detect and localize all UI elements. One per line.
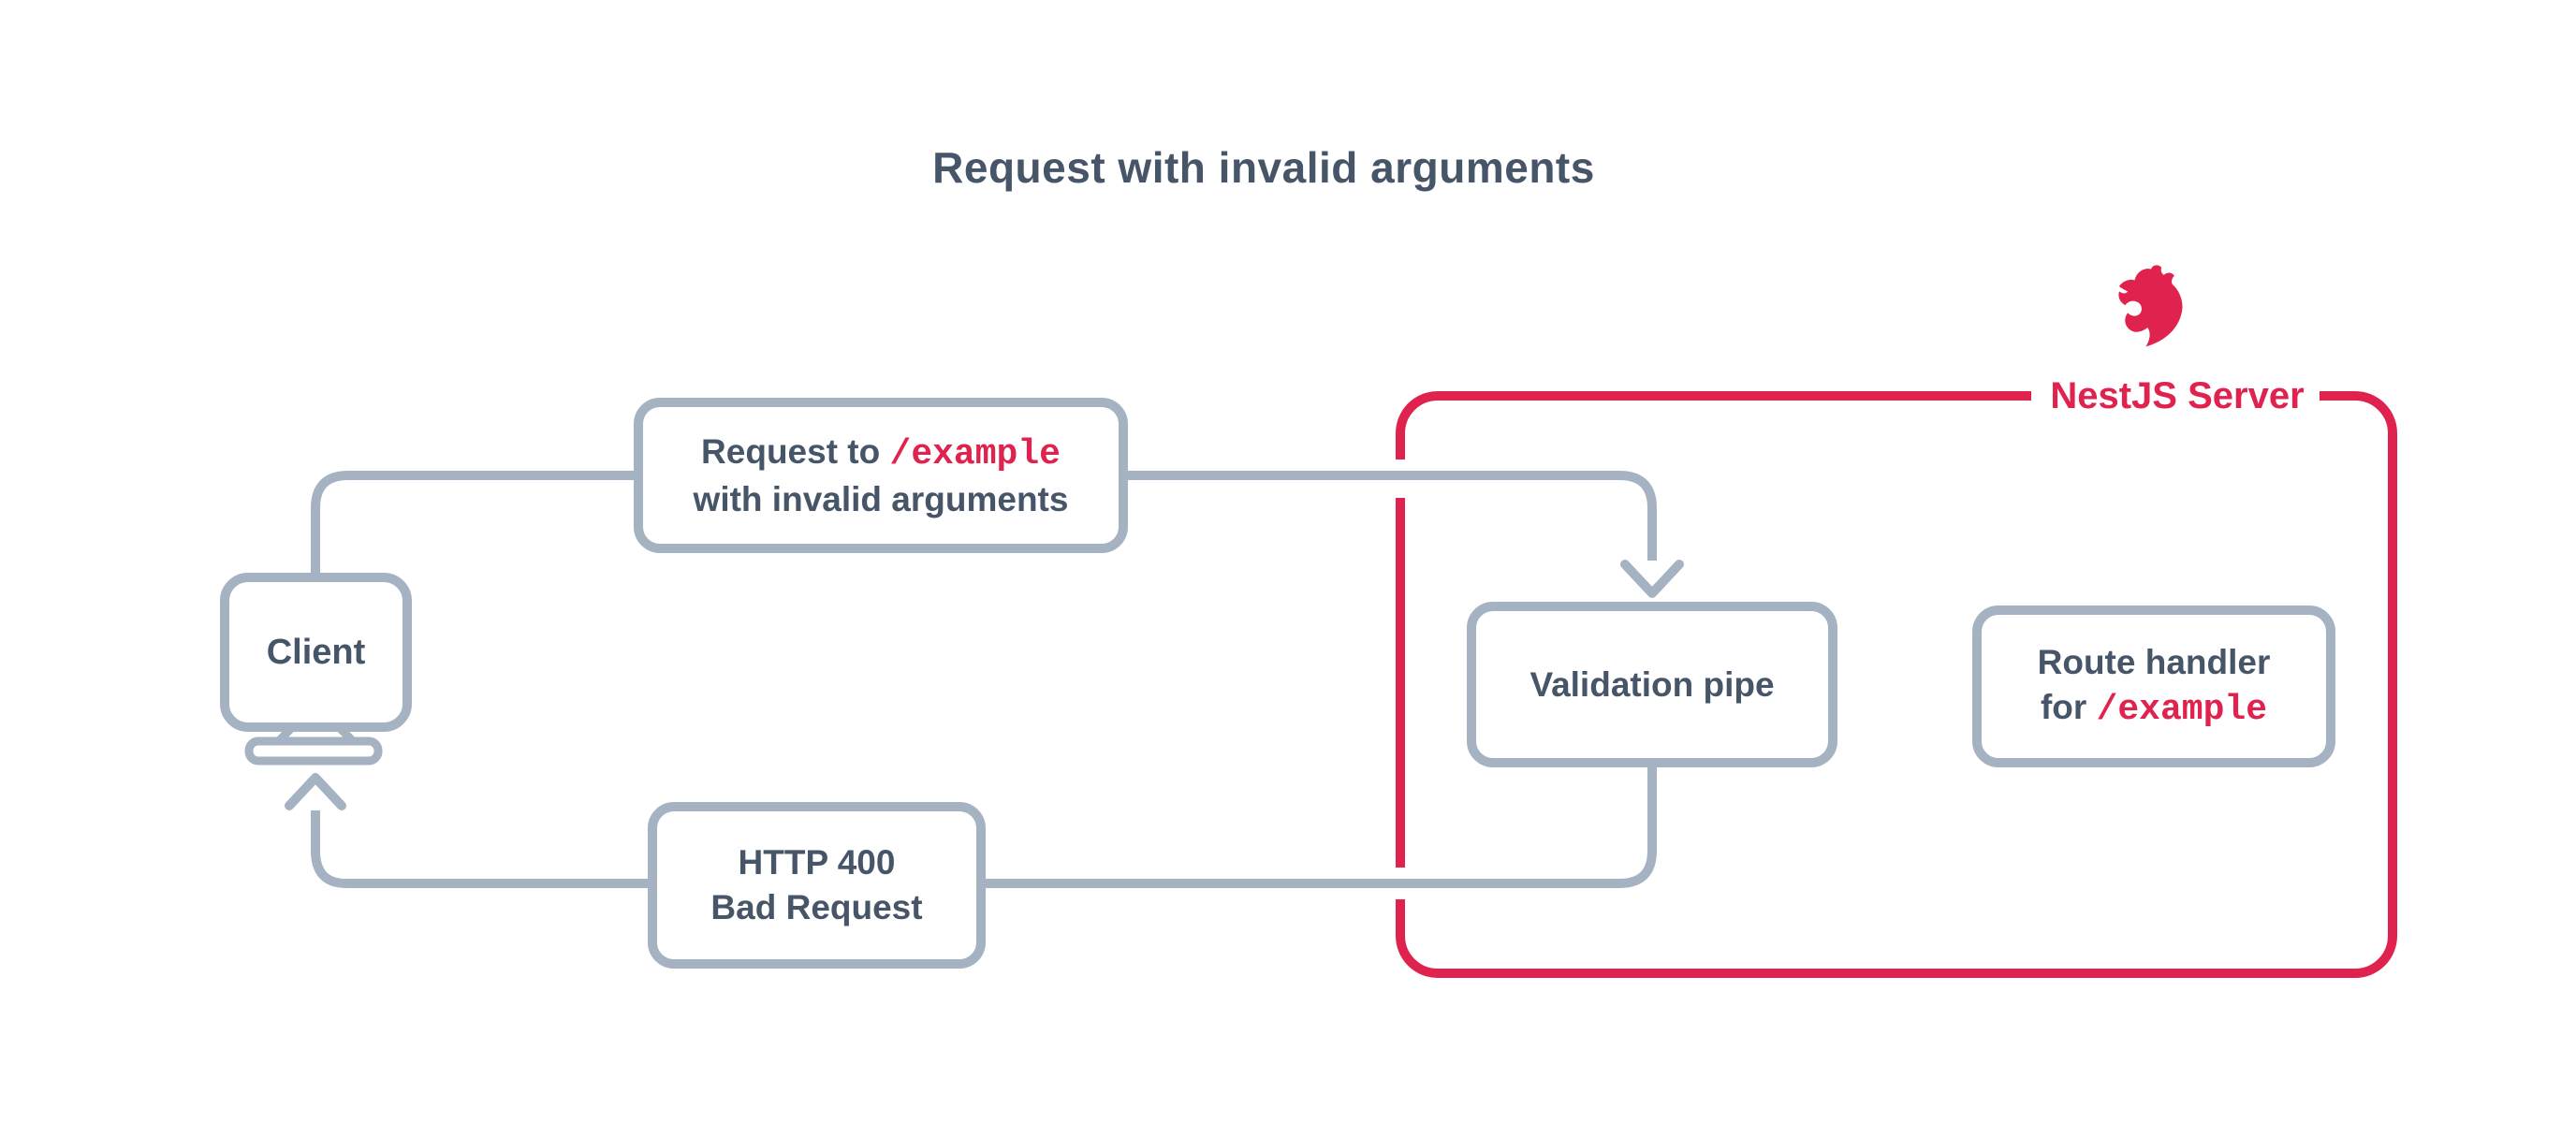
- nestjs-server-label: NestJS Server: [2050, 375, 2305, 416]
- validation-pipe-box: Validation pipe: [1467, 602, 1837, 767]
- diagram-title: Request with invalid arguments: [932, 143, 1595, 192]
- connector-client-to-request: [311, 471, 637, 580]
- route-handler-box: Route handler for /example: [1972, 605, 2335, 767]
- arrowhead-down-icon: [1620, 560, 1684, 598]
- route-handler-line1: Route handler: [2037, 643, 2271, 681]
- request-box-line1: Request to /example: [701, 430, 1061, 477]
- http-400-box: HTTP 400 Bad Request: [648, 802, 986, 969]
- http-400-line2: Bad Request: [710, 888, 923, 926]
- request-path-token: /example: [889, 433, 1061, 474]
- arrowhead-up-icon: [285, 773, 346, 810]
- route-handler-line2-prefix: for: [2040, 688, 2097, 726]
- client-node: Client: [220, 573, 412, 732]
- connector-request-to-validation: [1125, 471, 1657, 561]
- route-path-token: /example: [2096, 690, 2268, 730]
- route-handler-line2: for /example: [2041, 685, 2267, 733]
- http-400-line1: HTTP 400: [738, 843, 896, 882]
- request-box-line2: with invalid arguments: [693, 479, 1069, 518]
- client-label: Client: [266, 632, 366, 672]
- request-box-line1-prefix: Request to: [701, 431, 890, 471]
- nestjs-logo-icon: [2118, 265, 2183, 347]
- request-box: Request to /example with invalid argumen…: [634, 398, 1128, 553]
- nestjs-server-container-border: [1396, 391, 2397, 978]
- validation-pipe-label: Validation pipe: [1530, 664, 1775, 704]
